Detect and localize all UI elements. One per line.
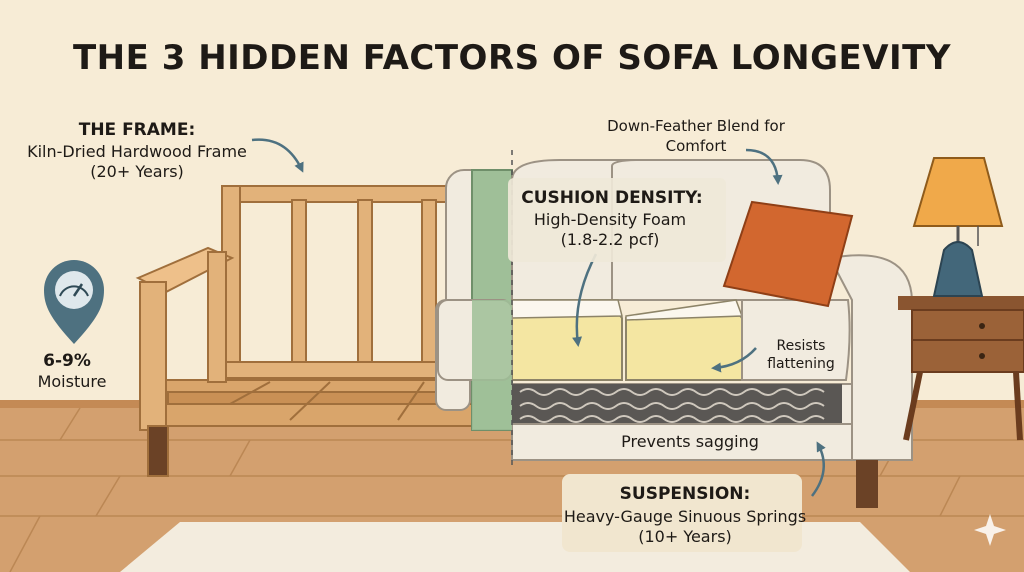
suspension-description: Heavy-Gauge Sinuous Springs (10+ Years) (563, 507, 807, 546)
moisture-gauge-icon (44, 260, 104, 344)
sinuous-springs (519, 388, 825, 423)
down-feather-note: Down-Feather Blend for Comfort (607, 117, 785, 155)
side-table (898, 296, 1024, 441)
cushion-heading: CUSHION DENSITY: (521, 188, 703, 208)
resists-flattening-note: Resists flattening (767, 338, 835, 372)
moisture-value: 6-9% (43, 351, 91, 371)
wooden-frame (135, 185, 513, 477)
curved-arrow-icon (251, 138, 826, 497)
frame-heading: THE FRAME: (78, 120, 196, 140)
page-title: THE 3 HIDDEN FACTORS OF SOFA LONGEVITY (72, 38, 951, 78)
lamp (912, 157, 1004, 297)
prevents-sagging-note: Prevents sagging (621, 432, 759, 451)
cushion-description: High-Density Foam (1.8-2.2 pcf) (533, 210, 687, 249)
frame-description: Kiln-Dried Hardwood Frame (20+ Years) (27, 142, 247, 181)
cushion-label-box (508, 178, 726, 262)
suspension-heading: SUSPENSION: (619, 484, 751, 504)
sparkle-icon (974, 514, 1006, 546)
moisture-label: Moisture (37, 372, 107, 391)
suspension-label-box (562, 474, 802, 552)
pillow (722, 200, 854, 308)
